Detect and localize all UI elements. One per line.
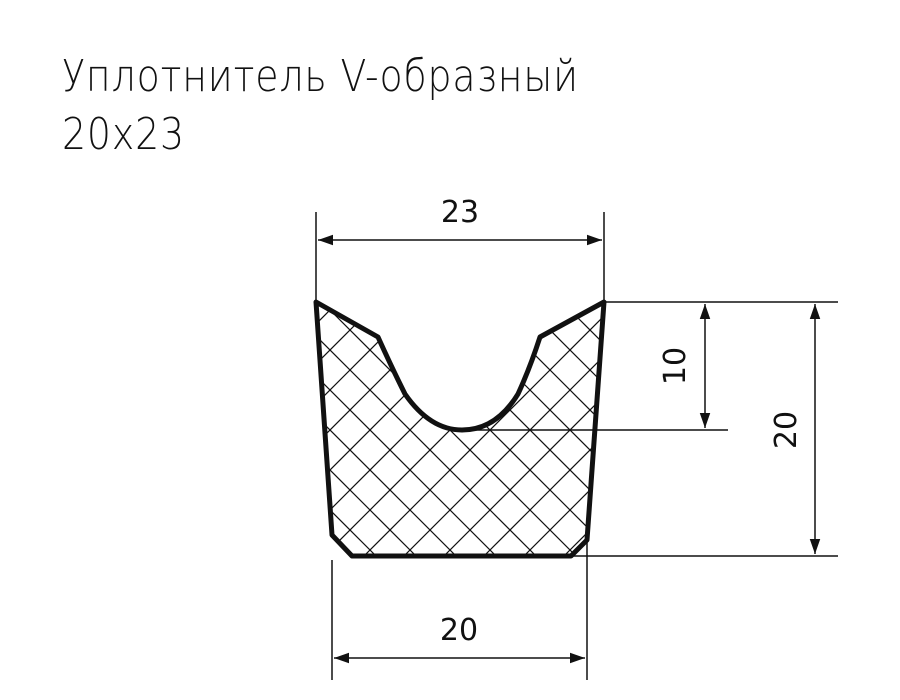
extension-lines: [315, 212, 838, 680]
hatch-line-b4: [319, 302, 604, 556]
hatch-line-b11: [316, 302, 461, 556]
dimension-label-total-height: 20: [769, 411, 804, 449]
hatch-line-b12: [316, 302, 421, 556]
hatch-line-b1: [316, 302, 501, 556]
hatch-line-b14: [316, 302, 341, 556]
drawing-title: Уплотнитель V-образный: [62, 51, 579, 102]
seal-profile-outline: [313, 299, 607, 559]
title-block: Уплотнитель V-образный 20x23: [62, 48, 702, 164]
hatch-line-b3: [316, 302, 581, 556]
hatch-line-a13: [316, 302, 381, 556]
dimension-label-bottom-width: 20: [440, 613, 478, 648]
dimension-label-top-width: 23: [441, 195, 479, 230]
hatch-line-b9: [519, 302, 604, 556]
drawing-size-label: 20x23: [62, 109, 185, 160]
hatch-line-a14: [316, 302, 341, 556]
dimension-label-groove-depth: 10: [658, 347, 693, 385]
hatch-line-b2: [316, 302, 541, 556]
